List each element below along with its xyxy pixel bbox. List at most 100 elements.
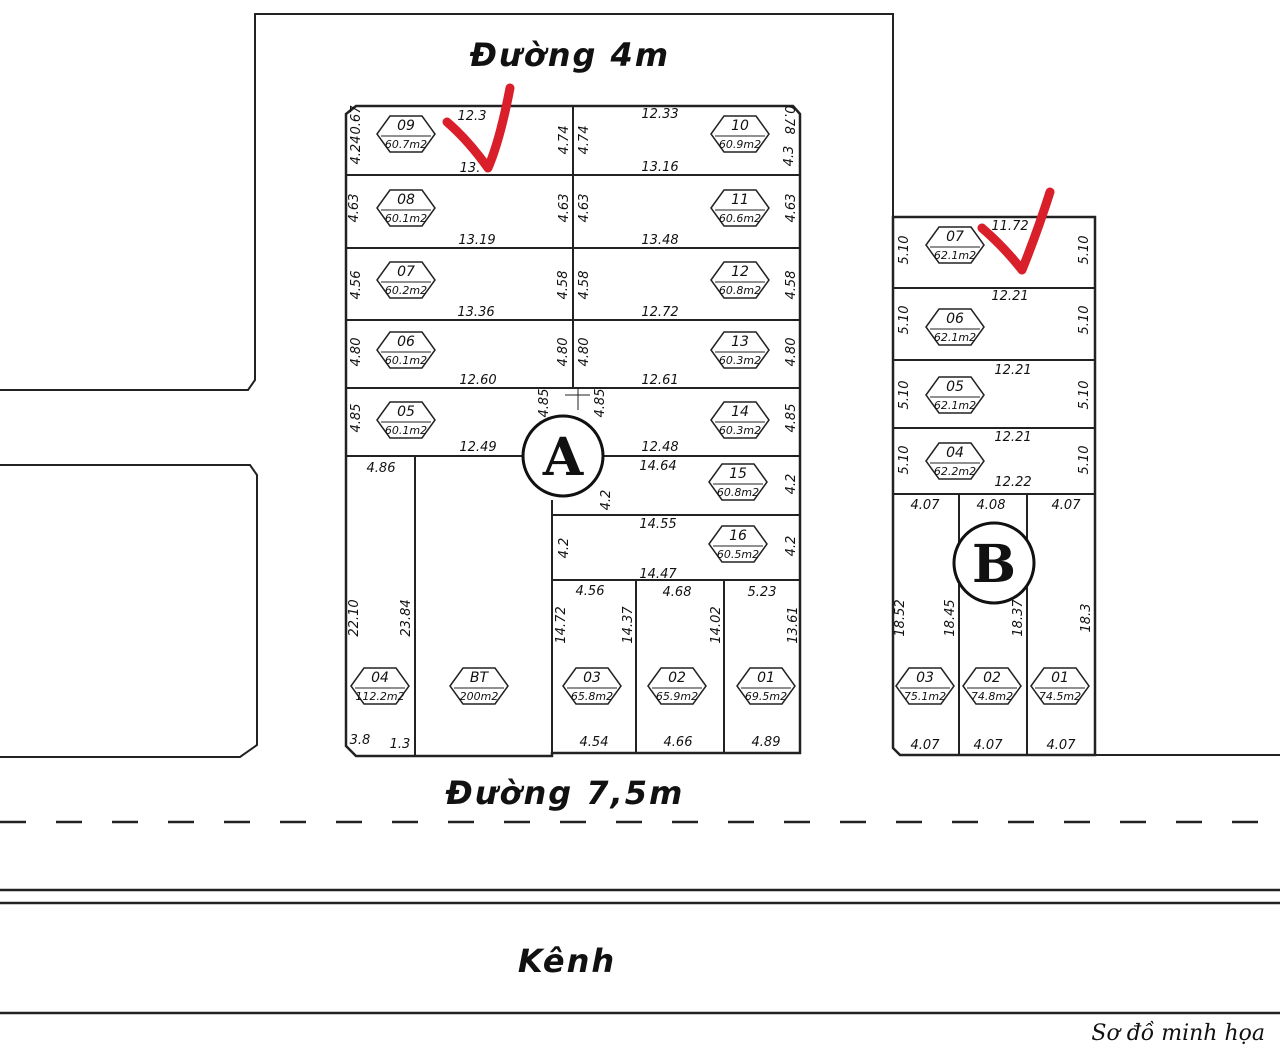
hexagon-icon [925, 308, 985, 346]
lot-area: 200m2 [460, 690, 499, 703]
dimension-label: 4.80 [556, 338, 571, 367]
caption: Sơ đồ minh họa [1091, 1020, 1265, 1046]
hexagon-icon [708, 525, 768, 563]
hexagon-icon [376, 115, 436, 153]
lot-number: 01 [757, 670, 775, 686]
lot-number: 05 [397, 404, 415, 420]
dimension-label: 4.74 [557, 126, 572, 155]
lot-area: 60.3m2 [719, 424, 761, 437]
lot-number: 10 [731, 118, 749, 134]
hexagon-icon [710, 331, 770, 369]
dimension-label: 5.10 [1077, 306, 1092, 335]
block-b-marker: B [952, 521, 1036, 605]
dimension-label: 0.67 [349, 105, 364, 135]
dimension-label: 5.10 [1077, 381, 1092, 410]
lot-badge[interactable]: 11 60.6m2 [710, 189, 770, 227]
lot-badge[interactable]: BT 200m2 [449, 667, 509, 705]
lot-area: 60.1m2 [385, 212, 427, 225]
dimension-label: 4.66 [664, 735, 693, 750]
lot-area: 60.8m2 [717, 486, 759, 499]
lot-number: 12 [731, 264, 749, 280]
lot-badge[interactable]: 01 69.5m2 [736, 667, 796, 705]
lot-number: 07 [946, 229, 964, 245]
lot-number: 11 [731, 192, 749, 208]
dimension-label: 4.85 [784, 404, 799, 433]
dimension-label: 3.8 [350, 733, 371, 748]
dimension-label: 4.2 [599, 490, 614, 511]
dimension-label: 18.37 [1011, 599, 1026, 637]
lot-badge[interactable]: 13 60.3m2 [710, 331, 770, 369]
dimension-label: 12.21 [991, 289, 1028, 304]
lot-badge[interactable]: 15 60.8m2 [708, 463, 768, 501]
dimension-label: 4.2 [557, 538, 572, 559]
dimension-label: 4.85 [537, 389, 552, 418]
dimension-label: 4.54 [580, 735, 609, 750]
lot-area: 69.5m2 [745, 690, 787, 703]
lot-area: 62.1m2 [934, 331, 976, 344]
dimension-label: 4.63 [347, 194, 362, 223]
dimension-label: 13.16 [641, 160, 678, 175]
dimension-label: 4.63 [784, 194, 799, 223]
lot-area: 60.9m2 [719, 138, 761, 151]
hexagon-icon [710, 261, 770, 299]
dimension-label: 14.72 [554, 606, 569, 643]
lot-area: 62.2m2 [934, 465, 976, 478]
hexagon-icon [710, 115, 770, 153]
road-label-7-5m: Đường 7,5m [445, 774, 685, 812]
lot-number: 08 [397, 192, 415, 208]
dimension-label: 4.74 [577, 126, 592, 155]
lot-number: 13 [731, 334, 749, 350]
dimension-label: 12.3 [458, 109, 487, 124]
lot-area: 62.1m2 [934, 249, 976, 262]
dimension-label: 22.10 [347, 599, 362, 636]
lot-number: 03 [916, 670, 934, 686]
dimension-label: 5.10 [897, 381, 912, 410]
lot-badge[interactable]: 03 75.1m2 [895, 667, 955, 705]
lot-area: 60.3m2 [719, 354, 761, 367]
block-a-marker: A [521, 414, 605, 498]
hexagon-icon [376, 189, 436, 227]
lot-area: 60.6m2 [719, 212, 761, 225]
lot-number: BT [470, 670, 490, 686]
lot-badge[interactable]: 08 60.1m2 [376, 189, 436, 227]
dimension-label: 12.49 [459, 440, 496, 455]
dimension-label: 12.22 [994, 475, 1031, 490]
hexagon-icon [925, 376, 985, 414]
dimension-label: 18.45 [943, 599, 958, 636]
lot-badge[interactable]: 10 60.9m2 [710, 115, 770, 153]
dimension-label: 4.86 [367, 461, 396, 476]
lot-number: 16 [729, 528, 747, 544]
dimension-label: 4.56 [576, 584, 605, 599]
dimension-label: 4.63 [557, 194, 572, 223]
lot-number: 15 [729, 466, 747, 482]
dimension-label: 5.10 [897, 446, 912, 475]
hexagon-icon [925, 226, 985, 264]
dimension-label: 4.58 [784, 271, 799, 300]
dimension-label: 4.3 [782, 146, 797, 167]
block-b-outline [891, 215, 1097, 757]
lot-badge[interactable]: 07 62.1m2 [925, 226, 985, 264]
dimension-label: 11.72 [991, 219, 1028, 234]
dimension-label: 0.78 [781, 106, 796, 135]
dimension-label: 4.89 [752, 735, 781, 750]
lot-area: 75.1m2 [904, 690, 946, 703]
hexagon-icon [962, 667, 1022, 705]
hexagon-icon [350, 667, 410, 705]
dimension-label: 4.08 [977, 498, 1006, 513]
